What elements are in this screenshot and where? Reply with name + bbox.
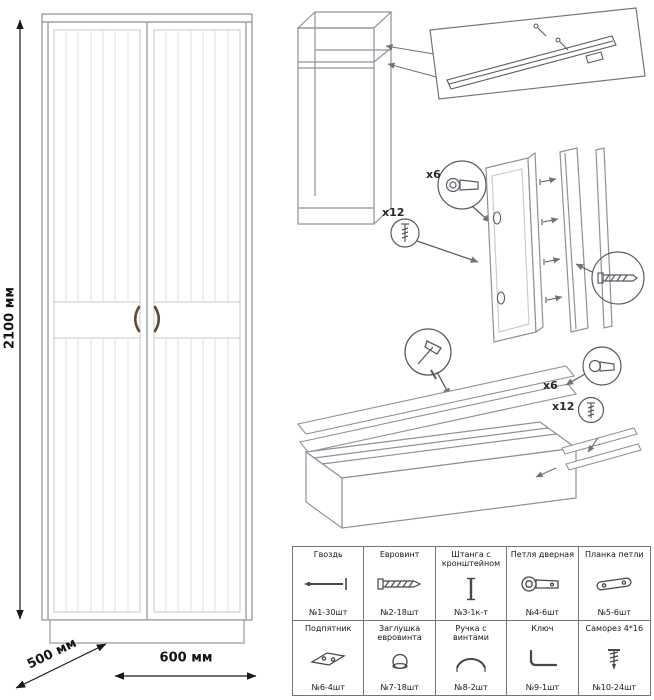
hinge-detail-circle <box>437 160 491 223</box>
door-panel-drawing <box>485 151 544 343</box>
part-cell-self-tapping-screw: Саморез 4*16 №10-24шт <box>578 621 650 695</box>
part-cell-screw-cap: Заглушка евровинта №7-18шт <box>364 621 436 695</box>
part-name: Ключ <box>531 624 554 633</box>
back-panels-drawing <box>297 365 577 453</box>
callout-confirmat-x12: x12 <box>382 206 405 219</box>
part-quantity: №8-2шт <box>454 683 488 692</box>
part-name: Евровинт <box>379 550 420 559</box>
side-panel-drawing <box>559 147 613 333</box>
screw-detail-circle <box>390 218 479 263</box>
part-name: Саморез 4*16 <box>585 624 644 633</box>
part-cell-hanging-rod: Штанга с кронштейном №3-1к-т <box>435 547 508 621</box>
confirmat-detail-circle <box>575 251 645 305</box>
trim-strips-drawing <box>535 427 642 478</box>
top-panel-detail-box <box>429 7 646 100</box>
key-icon <box>509 633 575 684</box>
part-name: Гвоздь <box>313 550 343 559</box>
left-door <box>53 29 141 613</box>
part-name: Заглушка евровинта <box>377 624 422 643</box>
part-name: Планка петли <box>584 550 644 559</box>
handle-icon <box>438 642 504 684</box>
self-tapping-screw-icon <box>581 633 648 684</box>
hammer-detail-circle <box>404 328 452 397</box>
part-quantity: №4-6шт <box>525 608 560 617</box>
width-dimension-label: 600 мм <box>159 650 213 666</box>
right-door <box>153 29 241 613</box>
euro-screw-icon <box>366 559 432 609</box>
door-hinge-icon <box>509 559 575 609</box>
part-quantity: №5-6шт <box>597 608 631 617</box>
base-box-drawing <box>304 421 578 530</box>
carcass-drawing <box>296 11 393 225</box>
callout-hinges-x6: x6 <box>426 168 441 181</box>
door-hinge-cups <box>492 211 506 305</box>
part-quantity: №1-30шт <box>308 608 348 617</box>
callout-screws-x12-lower: x12 <box>552 400 575 413</box>
part-quantity: №9-1шт <box>525 683 560 692</box>
part-cell-key: Ключ №9-1шт <box>507 621 579 695</box>
part-cell-door-hinge: Петля дверная №4-6шт <box>507 547 579 621</box>
part-quantity: №10-24шт <box>592 683 637 692</box>
part-quantity: №6-4шт <box>311 683 345 692</box>
height-dimension-label: 2100 мм <box>2 287 18 349</box>
part-cell-hinge-plate: Планка петли №5-6шт <box>578 547 650 621</box>
part-name: Петля дверная <box>510 550 575 559</box>
carcass-leader-arrows <box>385 44 441 79</box>
callout-hinges-x6-lower: x6 <box>543 379 558 392</box>
door-handles <box>133 305 161 333</box>
part-cell-handle: Ручка с винтами №8-2шт <box>435 621 508 695</box>
part-quantity: №7-18шт <box>380 683 419 692</box>
nail-icon <box>295 559 361 609</box>
top-panel-detail-content <box>446 23 617 90</box>
part-name: Ручка с винтами <box>453 624 489 643</box>
part-name: Подпятник <box>304 624 352 633</box>
part-quantity: №3-1к-т <box>454 608 488 617</box>
part-cell-foot-pad: Подпятник №6-4шт <box>293 621 365 695</box>
part-cell-euro-screw: Евровинт №2-18шт <box>364 547 436 621</box>
screw-cap-icon <box>366 642 432 684</box>
lower-screw-detail-circle <box>577 396 605 424</box>
wardrobe-body <box>41 13 253 621</box>
parts-table: Гвоздь №1-30шт Евровинт №2-18шт Штанга с… <box>292 546 651 696</box>
part-cell-nail: Гвоздь №1-30шт <box>293 547 365 621</box>
foot-pad-icon <box>295 633 361 684</box>
depth-dimension-arrow <box>15 643 107 689</box>
side-panel-screws <box>539 177 563 303</box>
part-name: Штанга с кронштейном <box>441 550 501 569</box>
hinge-plate-icon <box>581 559 648 609</box>
plinth <box>49 619 245 644</box>
part-quantity: №2-18шт <box>380 608 419 617</box>
lower-hinge-detail-circle <box>565 346 622 386</box>
hanging-rod-icon <box>438 568 504 609</box>
